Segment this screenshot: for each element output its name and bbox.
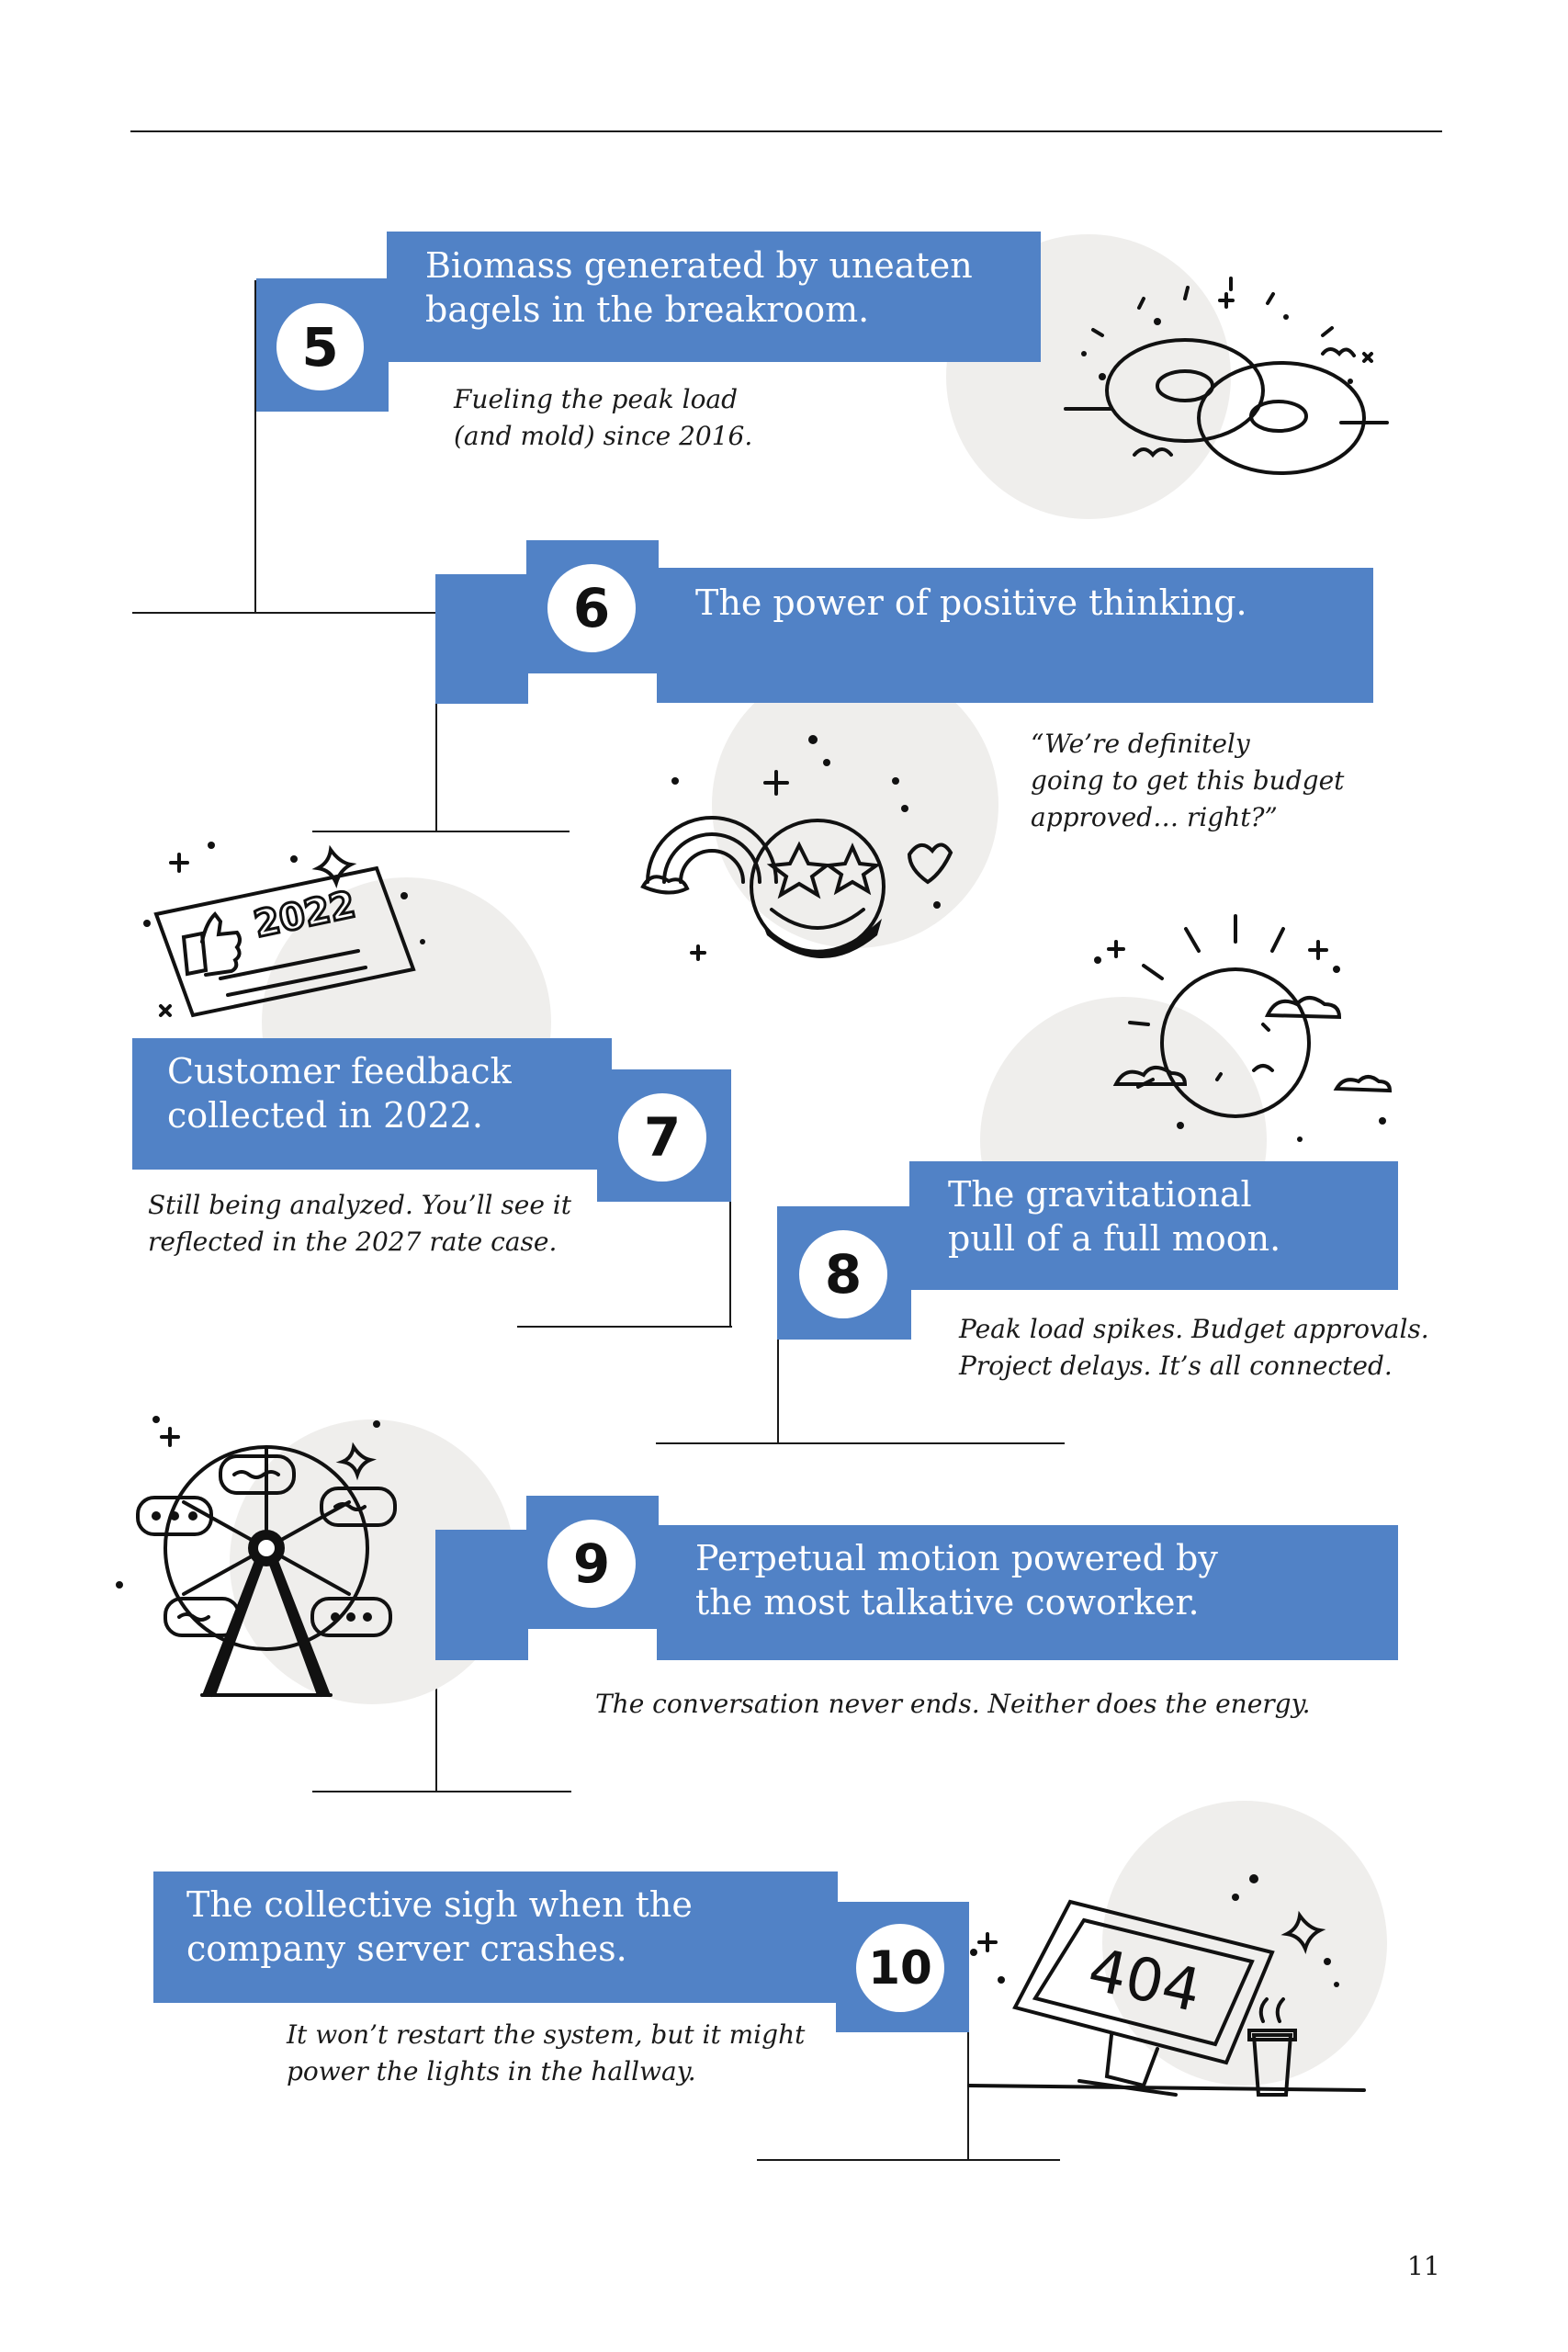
caption-line: “We’re definitely	[1031, 729, 1250, 759]
tab-6-left	[435, 574, 528, 704]
caption-10: It won’t restart the system, but it migh…	[287, 2017, 805, 2090]
top-rule	[130, 130, 1442, 132]
page-number: 11	[1407, 2251, 1440, 2281]
connector-line	[656, 1442, 1065, 1444]
caption-line: going to get this budget	[1031, 765, 1345, 796]
caption-line: approved… right?”	[1031, 802, 1278, 832]
caption-line: reflected in the 2027 rate case.	[148, 1227, 558, 1257]
title-banner-7: Customer feedback collected in 2022.	[132, 1038, 612, 1170]
caption-line: The conversation never ends. Neither doe…	[595, 1689, 1311, 1719]
title-banner-10: The collective sigh when the company ser…	[153, 1871, 838, 2003]
title-banner-6: The power of positive thinking.	[657, 568, 1373, 703]
caption-line: Still being analyzed. You’ll see it	[148, 1190, 572, 1220]
caption-line: Project delays. It’s all connected.	[959, 1351, 1393, 1381]
title-banner-8: The gravitational pull of a full moon.	[909, 1161, 1398, 1290]
connector-line	[132, 612, 439, 614]
number-badge-8: 8	[799, 1230, 887, 1318]
number-badge-9: 9	[547, 1520, 636, 1608]
feedback-card-2022-icon: 2022	[143, 842, 425, 1018]
caption-7: Still being analyzed. You’ll see it refl…	[148, 1187, 571, 1261]
title-line: Perpetual motion powered by	[695, 1538, 1218, 1578]
title-line: collected in 2022.	[167, 1095, 483, 1136]
caption-5: Fueling the peak load (and mold) since 2…	[454, 381, 752, 455]
connector-line	[517, 1326, 732, 1328]
caption-9: The conversation never ends. Neither doe…	[595, 1686, 1311, 1723]
caption-line: It won’t restart the system, but it migh…	[287, 2019, 806, 2050]
connector-line	[312, 831, 570, 832]
number-badge-7: 7	[618, 1093, 706, 1182]
connector-line	[254, 280, 256, 614]
caption-line: Fueling the peak load	[454, 384, 739, 414]
title-banner-5: Biomass generated by uneaten bagels in t…	[387, 232, 1041, 362]
title-line: The collective sigh when the	[186, 1884, 693, 1925]
caption-line: Peak load spikes. Budget approvals.	[959, 1314, 1429, 1344]
connector-line	[757, 2159, 1060, 2161]
caption-line: (and mold) since 2016.	[454, 421, 753, 451]
decor-circle	[712, 662, 998, 948]
happy-face-rainbow-icon	[640, 735, 953, 961]
screen-error-text: 404	[1082, 1936, 1206, 2026]
caption-line: power the lights in the hallway.	[287, 2056, 696, 2086]
title-line: pull of a full moon.	[948, 1218, 1281, 1259]
title-line: company server crashes.	[186, 1928, 627, 1969]
bagels-icon	[1064, 277, 1389, 475]
title-banner-9: Perpetual motion powered by the most tal…	[657, 1525, 1398, 1660]
number-badge-6: 6	[547, 564, 636, 652]
number-badge-10: 10	[856, 1924, 944, 2012]
title-line: The gravitational	[948, 1174, 1252, 1215]
caption-8: Peak load spikes. Budget approvals. Proj…	[959, 1311, 1429, 1385]
connector-line	[312, 1791, 571, 1792]
ferris-wheel-chat-icon	[116, 1416, 397, 1697]
title-line: the most talkative coworker.	[695, 1582, 1200, 1623]
title-line: Customer feedback	[167, 1051, 512, 1091]
title-line: bagels in the breakroom.	[425, 289, 870, 330]
server-404-monitor-icon: 404	[967, 1874, 1366, 2097]
full-moon-icon	[1094, 914, 1393, 1142]
title-line: Biomass generated by uneaten	[425, 245, 973, 286]
caption-6: “We’re definitely going to get this budg…	[1031, 726, 1344, 836]
number-badge-5: 5	[276, 303, 364, 390]
decor-circle	[1102, 1801, 1387, 2086]
title-line: The power of positive thinking.	[695, 582, 1247, 623]
tab-9-left	[435, 1530, 528, 1660]
